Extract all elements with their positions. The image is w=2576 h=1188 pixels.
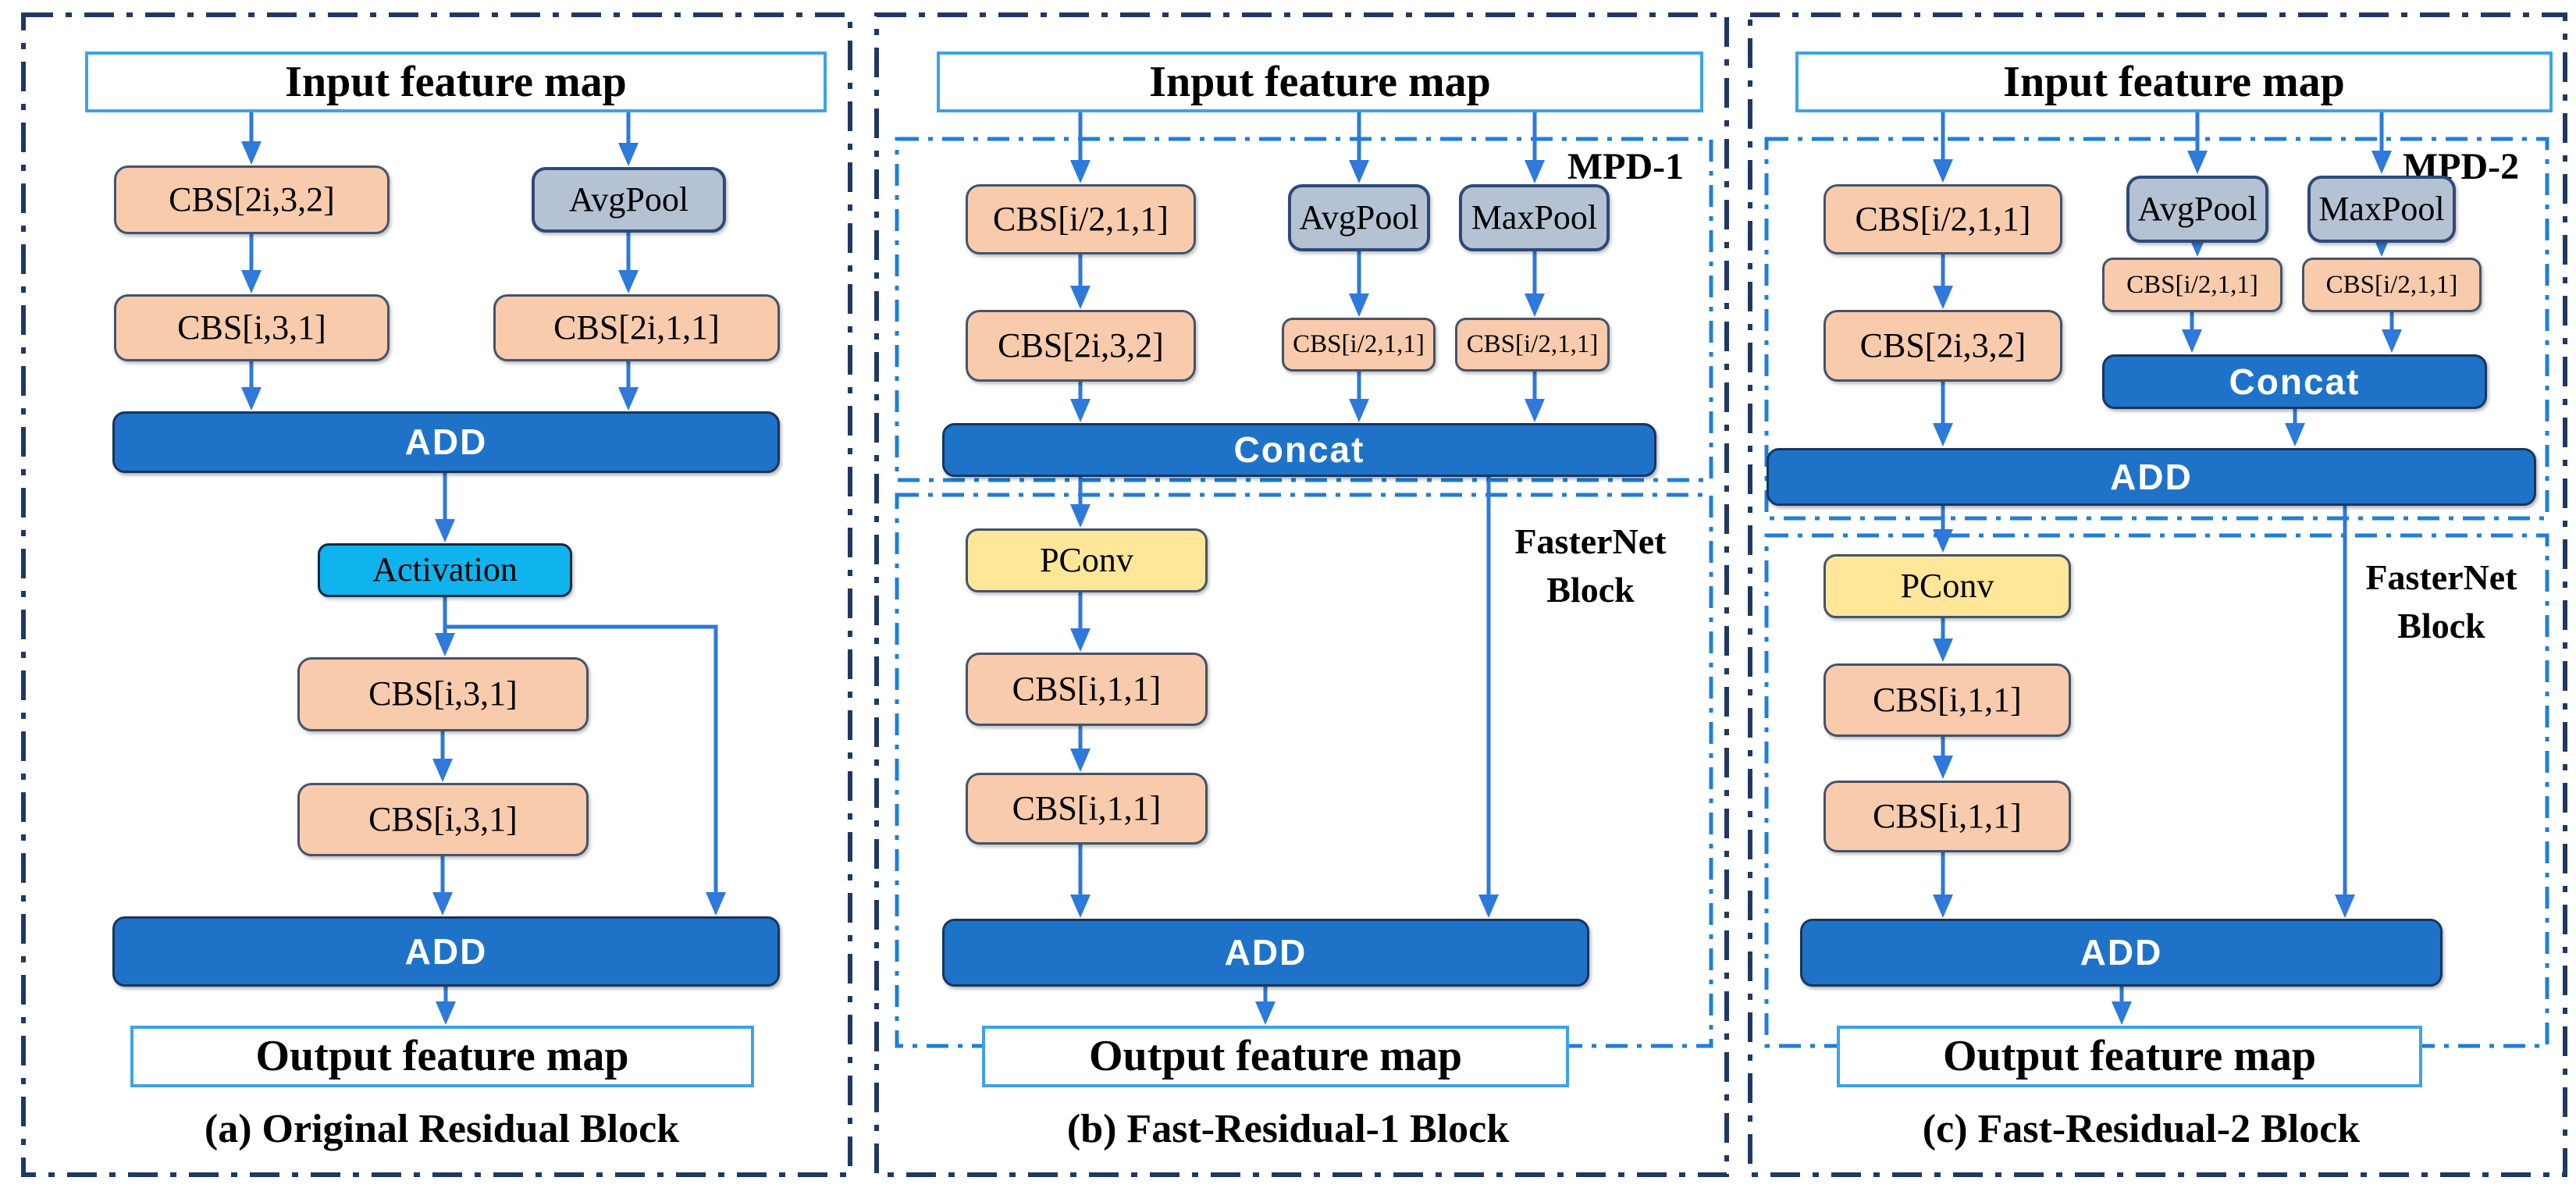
- concat-bar: Concat: [942, 423, 1656, 477]
- avgpool-box: AvgPool: [532, 167, 726, 233]
- cbs-box: CBS[2i,3,2]: [966, 310, 1196, 382]
- mpd2-region-border: [1764, 137, 2549, 521]
- cbs-box: CBS[2i,3,2]: [1823, 310, 2062, 382]
- mpd1-region-border: [895, 137, 1713, 482]
- add-bar: ADD: [112, 411, 780, 473]
- mpd1-region-label: MPD-1: [1567, 145, 1685, 187]
- cbs-box: CBS[i,1,1]: [1823, 781, 2071, 852]
- concat-bar: Concat: [2102, 354, 2487, 409]
- maxpool-box: MaxPool: [2307, 176, 2456, 243]
- panel-a-caption: (a) Original Residual Block: [204, 1106, 680, 1151]
- pconv-box: PConv: [1823, 554, 2071, 618]
- avgpool-box: AvgPool: [2126, 176, 2268, 243]
- cbs-box: CBS[i/2,1,1]: [1823, 184, 2062, 254]
- maxpool-box: MaxPool: [1459, 184, 1610, 251]
- cbs-box: CBS[i/2,1,1]: [1455, 318, 1610, 372]
- skip-arrow-a: [445, 624, 726, 916]
- add-bar: ADD: [942, 919, 1589, 987]
- output-feature-map-box: Output feature map: [130, 1026, 754, 1087]
- cbs-box: CBS[2i,1,1]: [493, 294, 780, 361]
- panel-b-caption: (b) Fast-Residual-1 Block: [1066, 1106, 1510, 1151]
- cbs-box: CBS[i,3,1]: [114, 294, 390, 361]
- output-feature-map-box: Output feature map: [982, 1026, 1569, 1087]
- cbs-box: CBS[i/2,1,1]: [1282, 318, 1436, 372]
- avgpool-box: AvgPool: [1288, 184, 1430, 251]
- cbs-box: CBS[i/2,1,1]: [2102, 258, 2282, 312]
- pconv-box: PConv: [966, 528, 1208, 592]
- fasternet-region-label: FasterNet Block: [2365, 557, 2517, 646]
- cbs-box: CBS[i,1,1]: [1823, 663, 2071, 737]
- input-feature-map-box: Input feature map: [937, 52, 1703, 112]
- input-feature-map-box: Input feature map: [1795, 52, 2553, 112]
- panel-b-border: [874, 12, 1729, 1177]
- activation-box: Activation: [318, 543, 572, 597]
- output-feature-map-box: Output feature map: [1837, 1026, 2422, 1087]
- cbs-box: CBS[i,3,1]: [297, 783, 589, 856]
- panel-a-border: [21, 12, 852, 1177]
- cbs-box: CBS[i,3,1]: [297, 657, 589, 731]
- add-bar: ADD: [1800, 919, 2443, 987]
- cbs-box: CBS[i,1,1]: [966, 773, 1208, 845]
- cbs-box: CBS[i,1,1]: [966, 653, 1208, 726]
- panel-c-caption: (c) Fast-Residual-2 Block: [1922, 1106, 2361, 1151]
- cbs-box: CBS[i/2,1,1]: [2302, 258, 2482, 312]
- cbs-box: CBS[2i,3,2]: [114, 165, 390, 234]
- input-feature-map-box: Input feature map: [85, 52, 827, 112]
- add-bar: ADD: [112, 916, 780, 987]
- add-bar: ADD: [1767, 448, 2536, 506]
- fasternet-region-label: FasterNet Block: [1514, 521, 1667, 610]
- cbs-box: CBS[i/2,1,1]: [966, 184, 1196, 254]
- panel-c-border: [1748, 12, 2567, 1177]
- flow-arrows: [241, 112, 2402, 1025]
